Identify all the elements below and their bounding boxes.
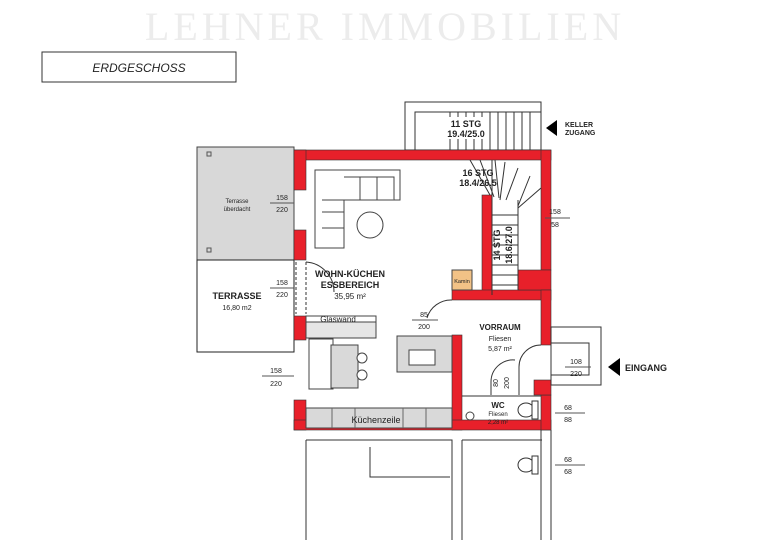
svg-text:158: 158 — [276, 195, 288, 202]
svg-text:200: 200 — [504, 377, 511, 389]
terrace-name: TERRASSE — [212, 291, 261, 301]
eingang-label: EINGANG — [625, 363, 667, 373]
kuechenzeile-label: Küchenzeile — [351, 415, 400, 425]
vorraum-floor: Fliesen — [489, 336, 512, 343]
upper-stair-2-ratio: 18.6/27.0 — [504, 226, 514, 264]
toilet — [517, 400, 539, 475]
watermark: LEHNER IMMOBILIEN — [145, 4, 625, 49]
keller-stair-steps: 11 STG — [451, 119, 482, 129]
kitchen-row — [305, 407, 453, 429]
kamin-label: Kamin — [454, 279, 470, 285]
svg-text:80: 80 — [493, 379, 500, 387]
main-stair — [469, 159, 542, 295]
page-title: ERDGESCHOSS — [92, 61, 185, 75]
upper-stair-2-steps: 14 STG — [492, 229, 502, 260]
svg-text:58: 58 — [551, 222, 559, 229]
upper-stair-ratio: 18.4/26.5 — [459, 178, 497, 188]
dimensions: 158 220 158 220 158 220 158 58 85 200 80 200 1… — [262, 195, 591, 476]
sofa — [314, 169, 401, 249]
svg-text:68: 68 — [564, 457, 572, 464]
terrace-area: 16,80 m2 — [222, 305, 251, 312]
svg-text:68: 68 — [564, 469, 572, 476]
bar-counter — [308, 338, 334, 390]
upper-stair-steps: 16 STG — [462, 168, 493, 178]
svg-text:88: 88 — [564, 417, 572, 424]
wc-area: 2,28 m² — [488, 420, 508, 426]
stool — [356, 352, 368, 364]
svg-text:220: 220 — [270, 381, 282, 388]
svg-text:158: 158 — [276, 280, 288, 287]
arrow-left-icon — [546, 120, 557, 136]
svg-text:220: 220 — [276, 292, 288, 299]
title-box — [41, 51, 237, 83]
sink-icon — [465, 411, 475, 421]
wc-floor: Fliesen — [488, 412, 507, 418]
neighbor-unit — [305, 430, 552, 540]
living-name: WOHN-KÜCHEN — [315, 269, 385, 279]
covered-terrace-label-2: überdacht — [224, 207, 251, 213]
terrace — [196, 259, 295, 353]
covered-terrace-label: Terrasse — [225, 199, 249, 205]
cooktop-icon — [408, 349, 436, 366]
vorraum-area: 5,87 m² — [488, 346, 512, 353]
stool — [356, 369, 368, 381]
arrow-left-icon — [608, 358, 620, 376]
keller-stair-ratio: 19.4/25.0 — [447, 129, 485, 139]
keller-label: KELLER — [565, 122, 593, 129]
glaswand-label: Glaswand — [320, 315, 356, 324]
kamin — [451, 269, 473, 291]
svg-text:158: 158 — [270, 368, 282, 375]
svg-text:220: 220 — [276, 207, 288, 214]
svg-text:158: 158 — [549, 209, 561, 216]
doors — [295, 261, 542, 395]
svg-text:108: 108 — [570, 359, 582, 366]
round-table — [356, 211, 384, 239]
svg-text:220: 220 — [570, 371, 582, 378]
counter — [305, 321, 377, 339]
zugang-label: ZUGANG — [565, 130, 596, 137]
wc-name: WC — [491, 401, 505, 410]
dining-table — [330, 344, 359, 389]
svg-text:85: 85 — [420, 312, 428, 319]
svg-text:200: 200 — [418, 324, 430, 331]
living-area: 35,95 m² — [334, 292, 366, 301]
svg-text:68: 68 — [564, 405, 572, 412]
living-name-2: ESSBEREICH — [321, 280, 380, 290]
vorraum-name: VORRAUM — [479, 323, 521, 332]
